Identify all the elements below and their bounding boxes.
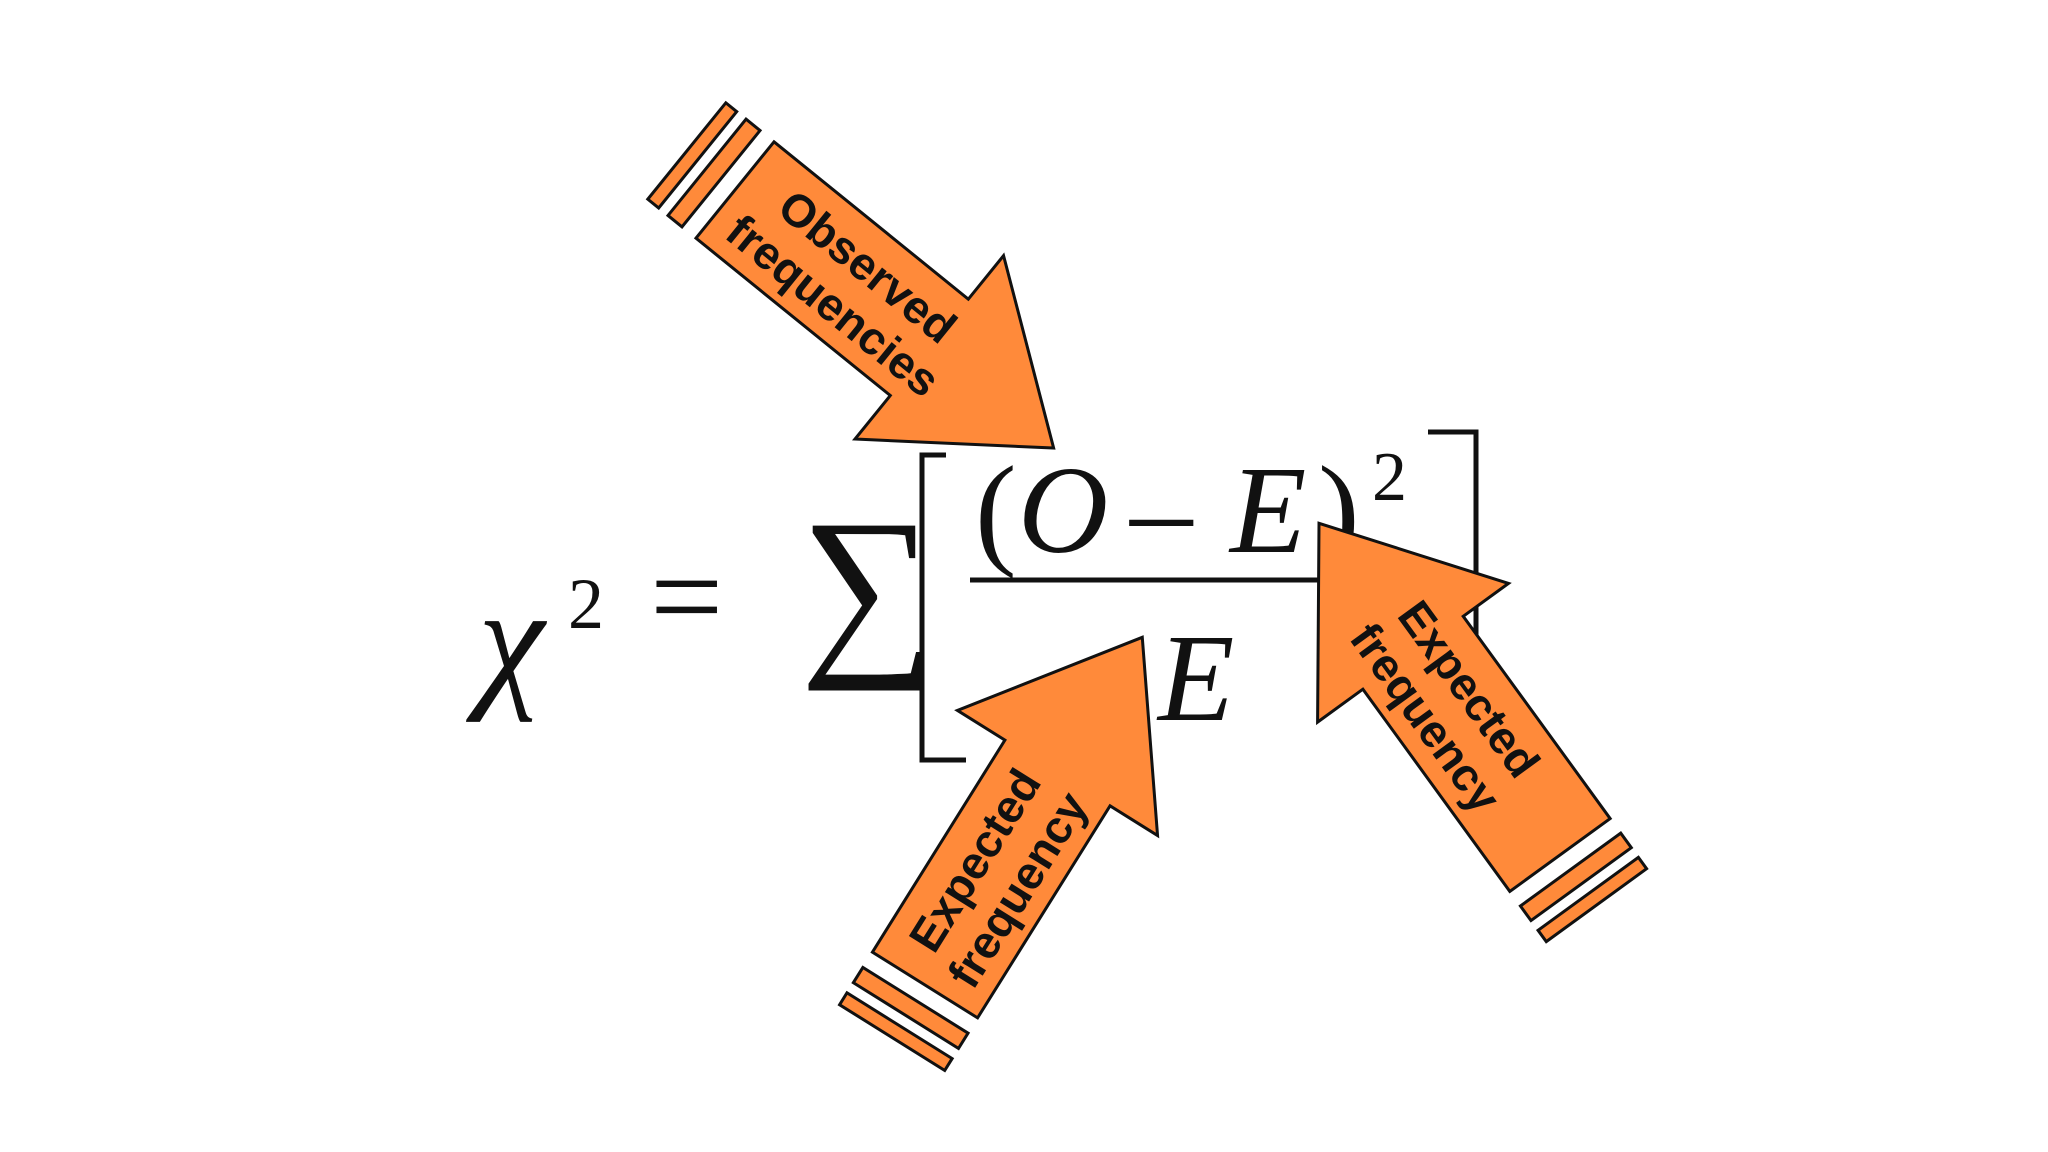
numerator-expected: E (1228, 442, 1306, 580)
arrow-body (693, 139, 1056, 450)
equals-sign: = (650, 525, 723, 669)
arrow-tail-stripe (1518, 831, 1634, 923)
numerator-observed: O (1018, 442, 1108, 580)
left-bracket (919, 452, 966, 763)
numerator-minus: – (1129, 442, 1194, 580)
arrow-tail-stripe (837, 990, 955, 1073)
denominator-expected: E (1156, 610, 1234, 748)
numerator-open-paren: ( (975, 442, 1017, 580)
arrow-body (1316, 521, 1613, 894)
arrow-tail-stripe (665, 117, 763, 229)
chi-symbol: χ (465, 557, 548, 723)
sum-symbol: ∑ (800, 482, 935, 692)
arrow-tail-stripe (645, 100, 739, 211)
arrow-tail-stripe (1535, 855, 1649, 944)
numerator-exponent: 2 (1372, 439, 1407, 516)
arrow-body (870, 635, 1160, 1020)
chi-exponent: 2 (568, 564, 604, 644)
arrow-tail-stripe (851, 965, 971, 1051)
